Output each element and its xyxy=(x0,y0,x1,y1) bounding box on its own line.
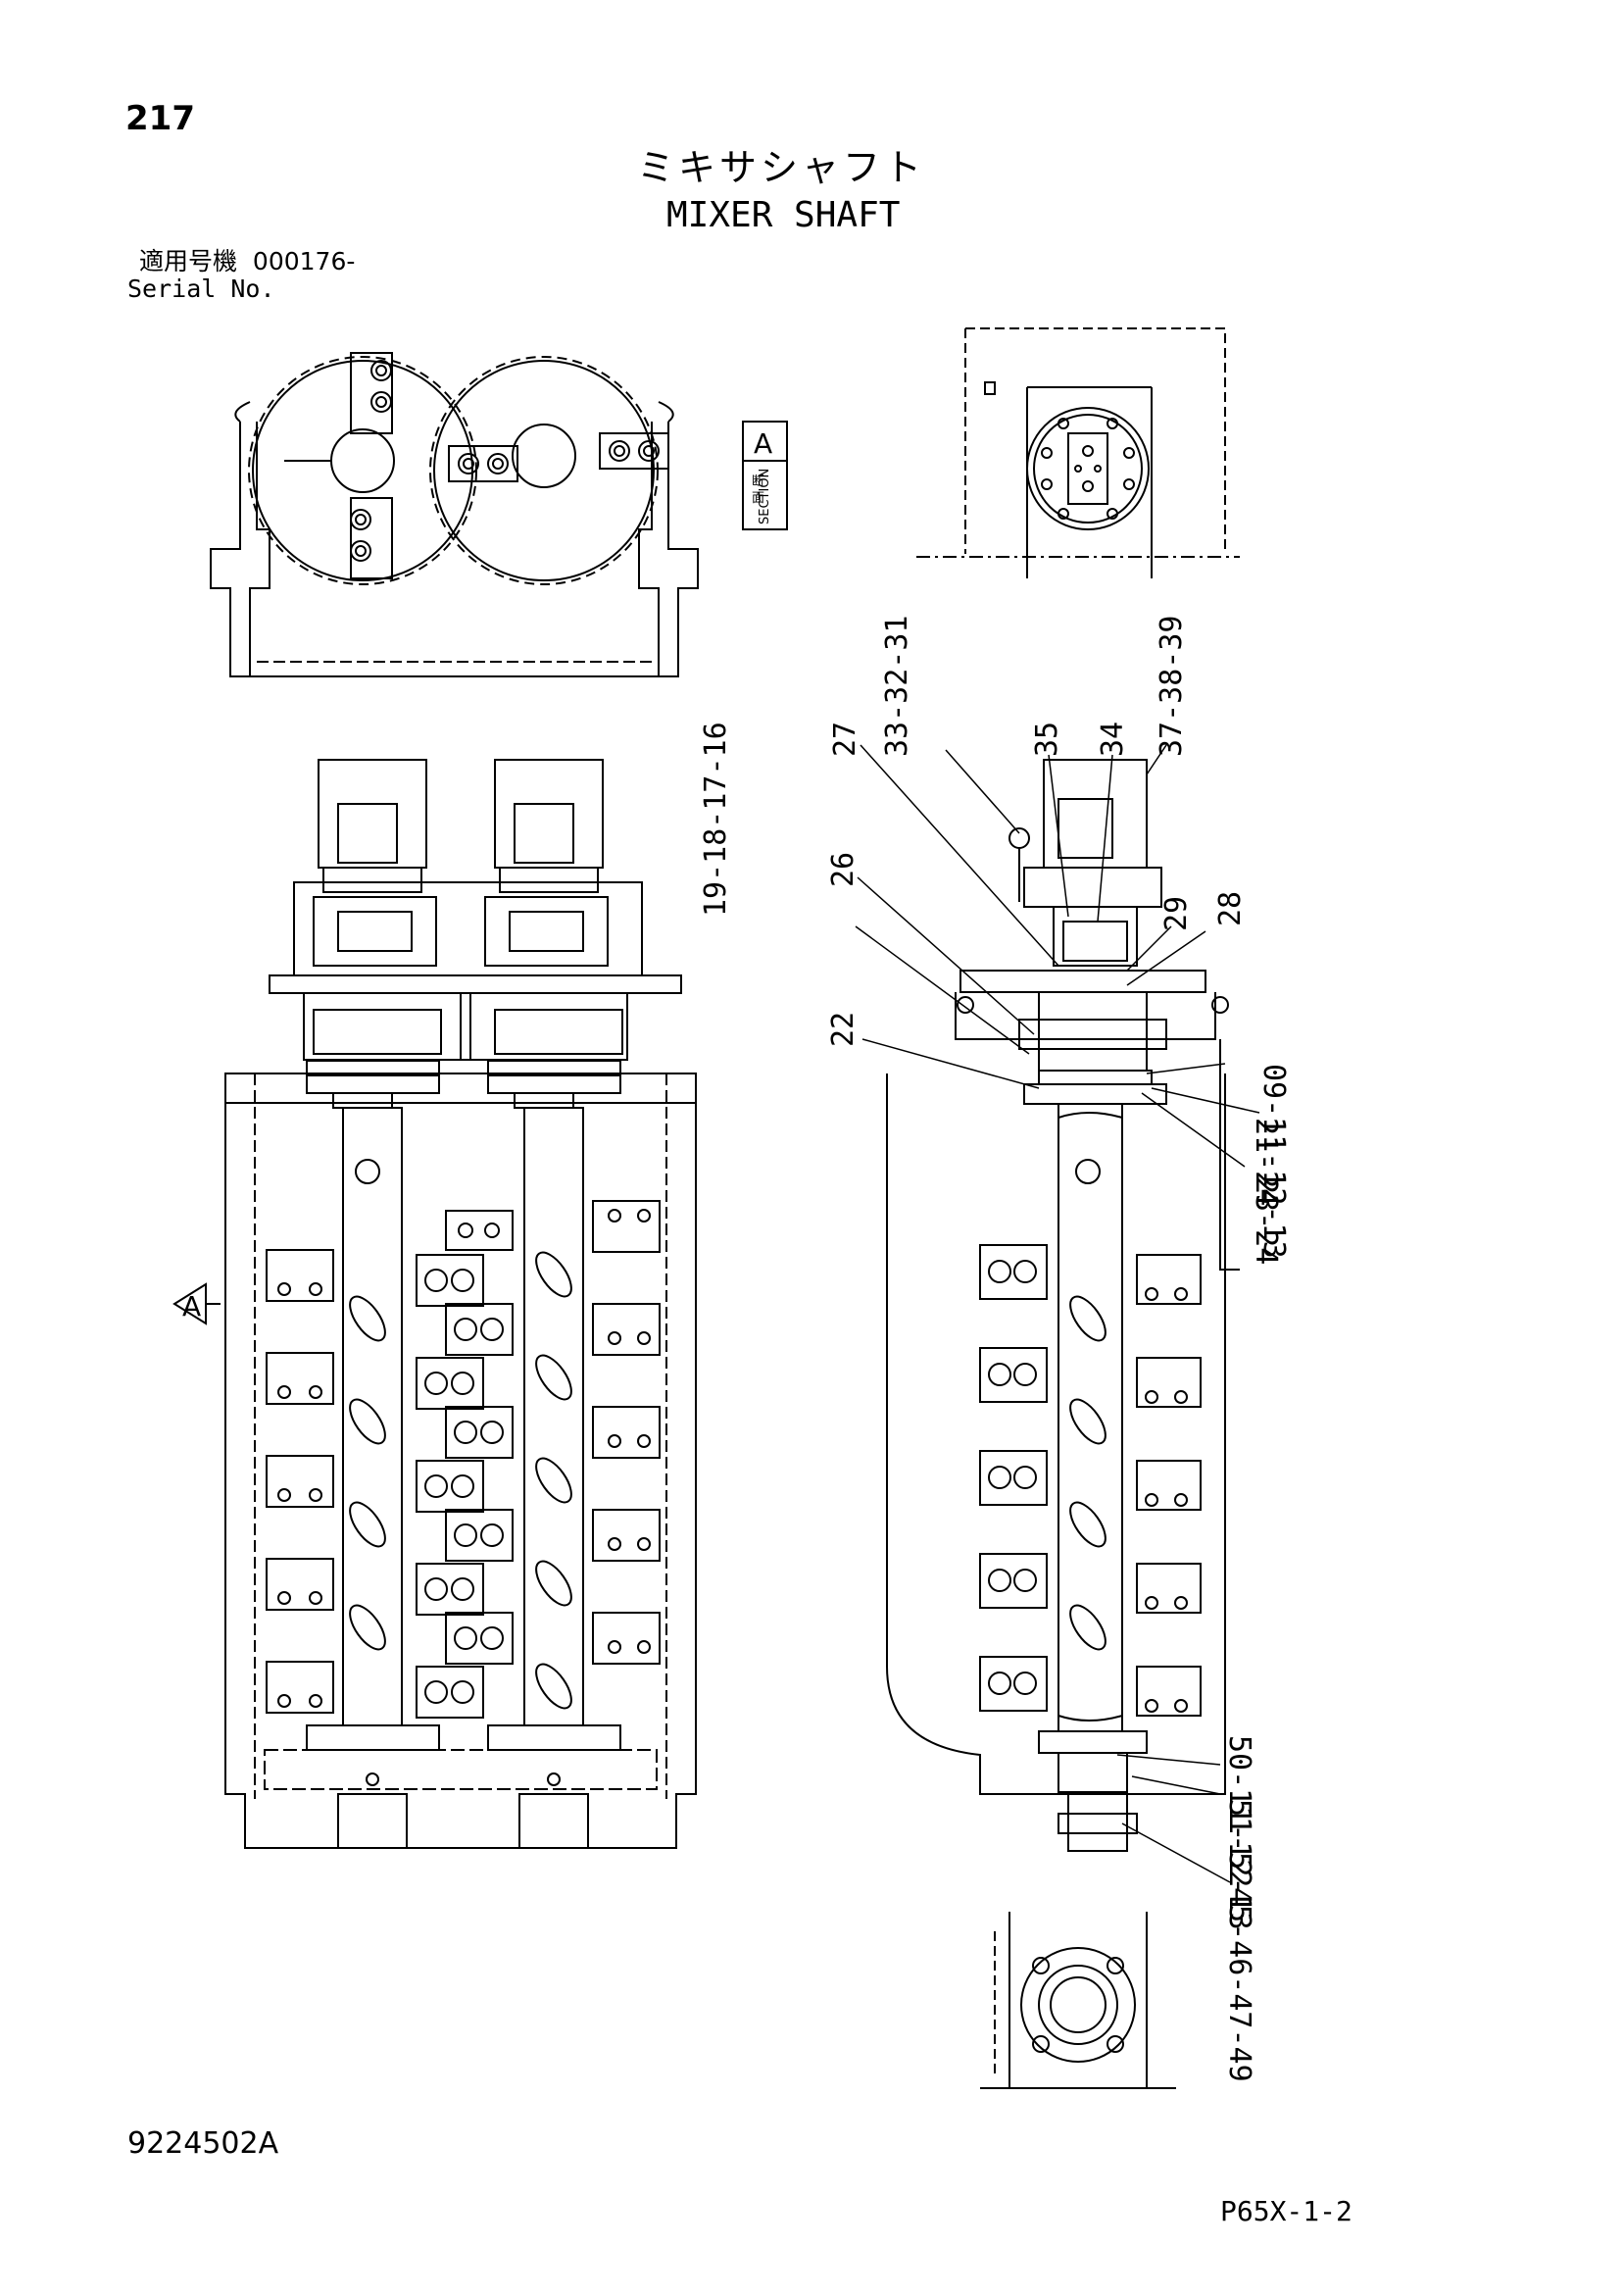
callout-26: 26 xyxy=(826,852,861,887)
serial-label-japanese: 適用号機 000176- xyxy=(139,249,355,274)
section-label-jp-1: 断 xyxy=(752,474,764,489)
shaft-end-view xyxy=(980,1912,1176,2088)
twin-shaft-plan-view xyxy=(225,760,696,1848)
callout-34: 34 xyxy=(1096,722,1130,757)
callout-51-52: 51-52 xyxy=(1222,1799,1256,1887)
section-a-view xyxy=(211,353,698,676)
callout-leaders xyxy=(856,745,1259,1882)
page-code: P65X-1-2 xyxy=(1220,2195,1352,2227)
view-arrow-letter: A xyxy=(182,1290,201,1323)
callout-33-32-31: 33-32-31 xyxy=(880,616,914,758)
callout-35: 35 xyxy=(1030,722,1064,757)
callout-21-24: 21-24 xyxy=(1249,1118,1283,1206)
section-a-label-box: A 断 面 SECTION xyxy=(743,422,787,529)
callout-37-38-39: 37-38-39 xyxy=(1155,616,1189,758)
callout-23-24: 23-24 xyxy=(1249,1176,1283,1265)
callout-09-11-12-13: 09-11-12-13 xyxy=(1256,1064,1291,1259)
callouts: 27 33-32-31 35 34 37-38-39 26 19-18-17-1… xyxy=(699,616,1291,2082)
page-number: 217 xyxy=(125,99,195,138)
callout-27: 27 xyxy=(828,722,862,757)
callout-19-18-17-16: 19-18-17-16 xyxy=(699,722,733,917)
title-japanese: ミキサシャフト xyxy=(637,146,926,189)
view-arrow-a: A xyxy=(174,1284,221,1323)
callout-45-46-47-49: 45-46-47-49 xyxy=(1222,1887,1256,2082)
section-label-en: SECTION xyxy=(758,469,772,524)
title-english: MIXER SHAFT xyxy=(666,195,901,235)
motor-flange-detail xyxy=(916,328,1240,578)
serial-label-english: Serial No. xyxy=(127,275,275,303)
section-label-jp-2: 面 xyxy=(752,491,764,506)
callout-50-11-12-13: 50-11-12-13 xyxy=(1222,1735,1256,1930)
single-shaft-section-view xyxy=(887,760,1240,1851)
section-letter: A xyxy=(754,427,772,460)
callout-28: 28 xyxy=(1213,891,1248,926)
callout-22: 22 xyxy=(826,1012,861,1047)
drawing-number: 9224502A xyxy=(127,2126,279,2161)
callout-29: 29 xyxy=(1159,896,1194,931)
serial-value: 000176- xyxy=(252,247,356,275)
serial-label-jp: 適用号機 xyxy=(139,247,238,275)
